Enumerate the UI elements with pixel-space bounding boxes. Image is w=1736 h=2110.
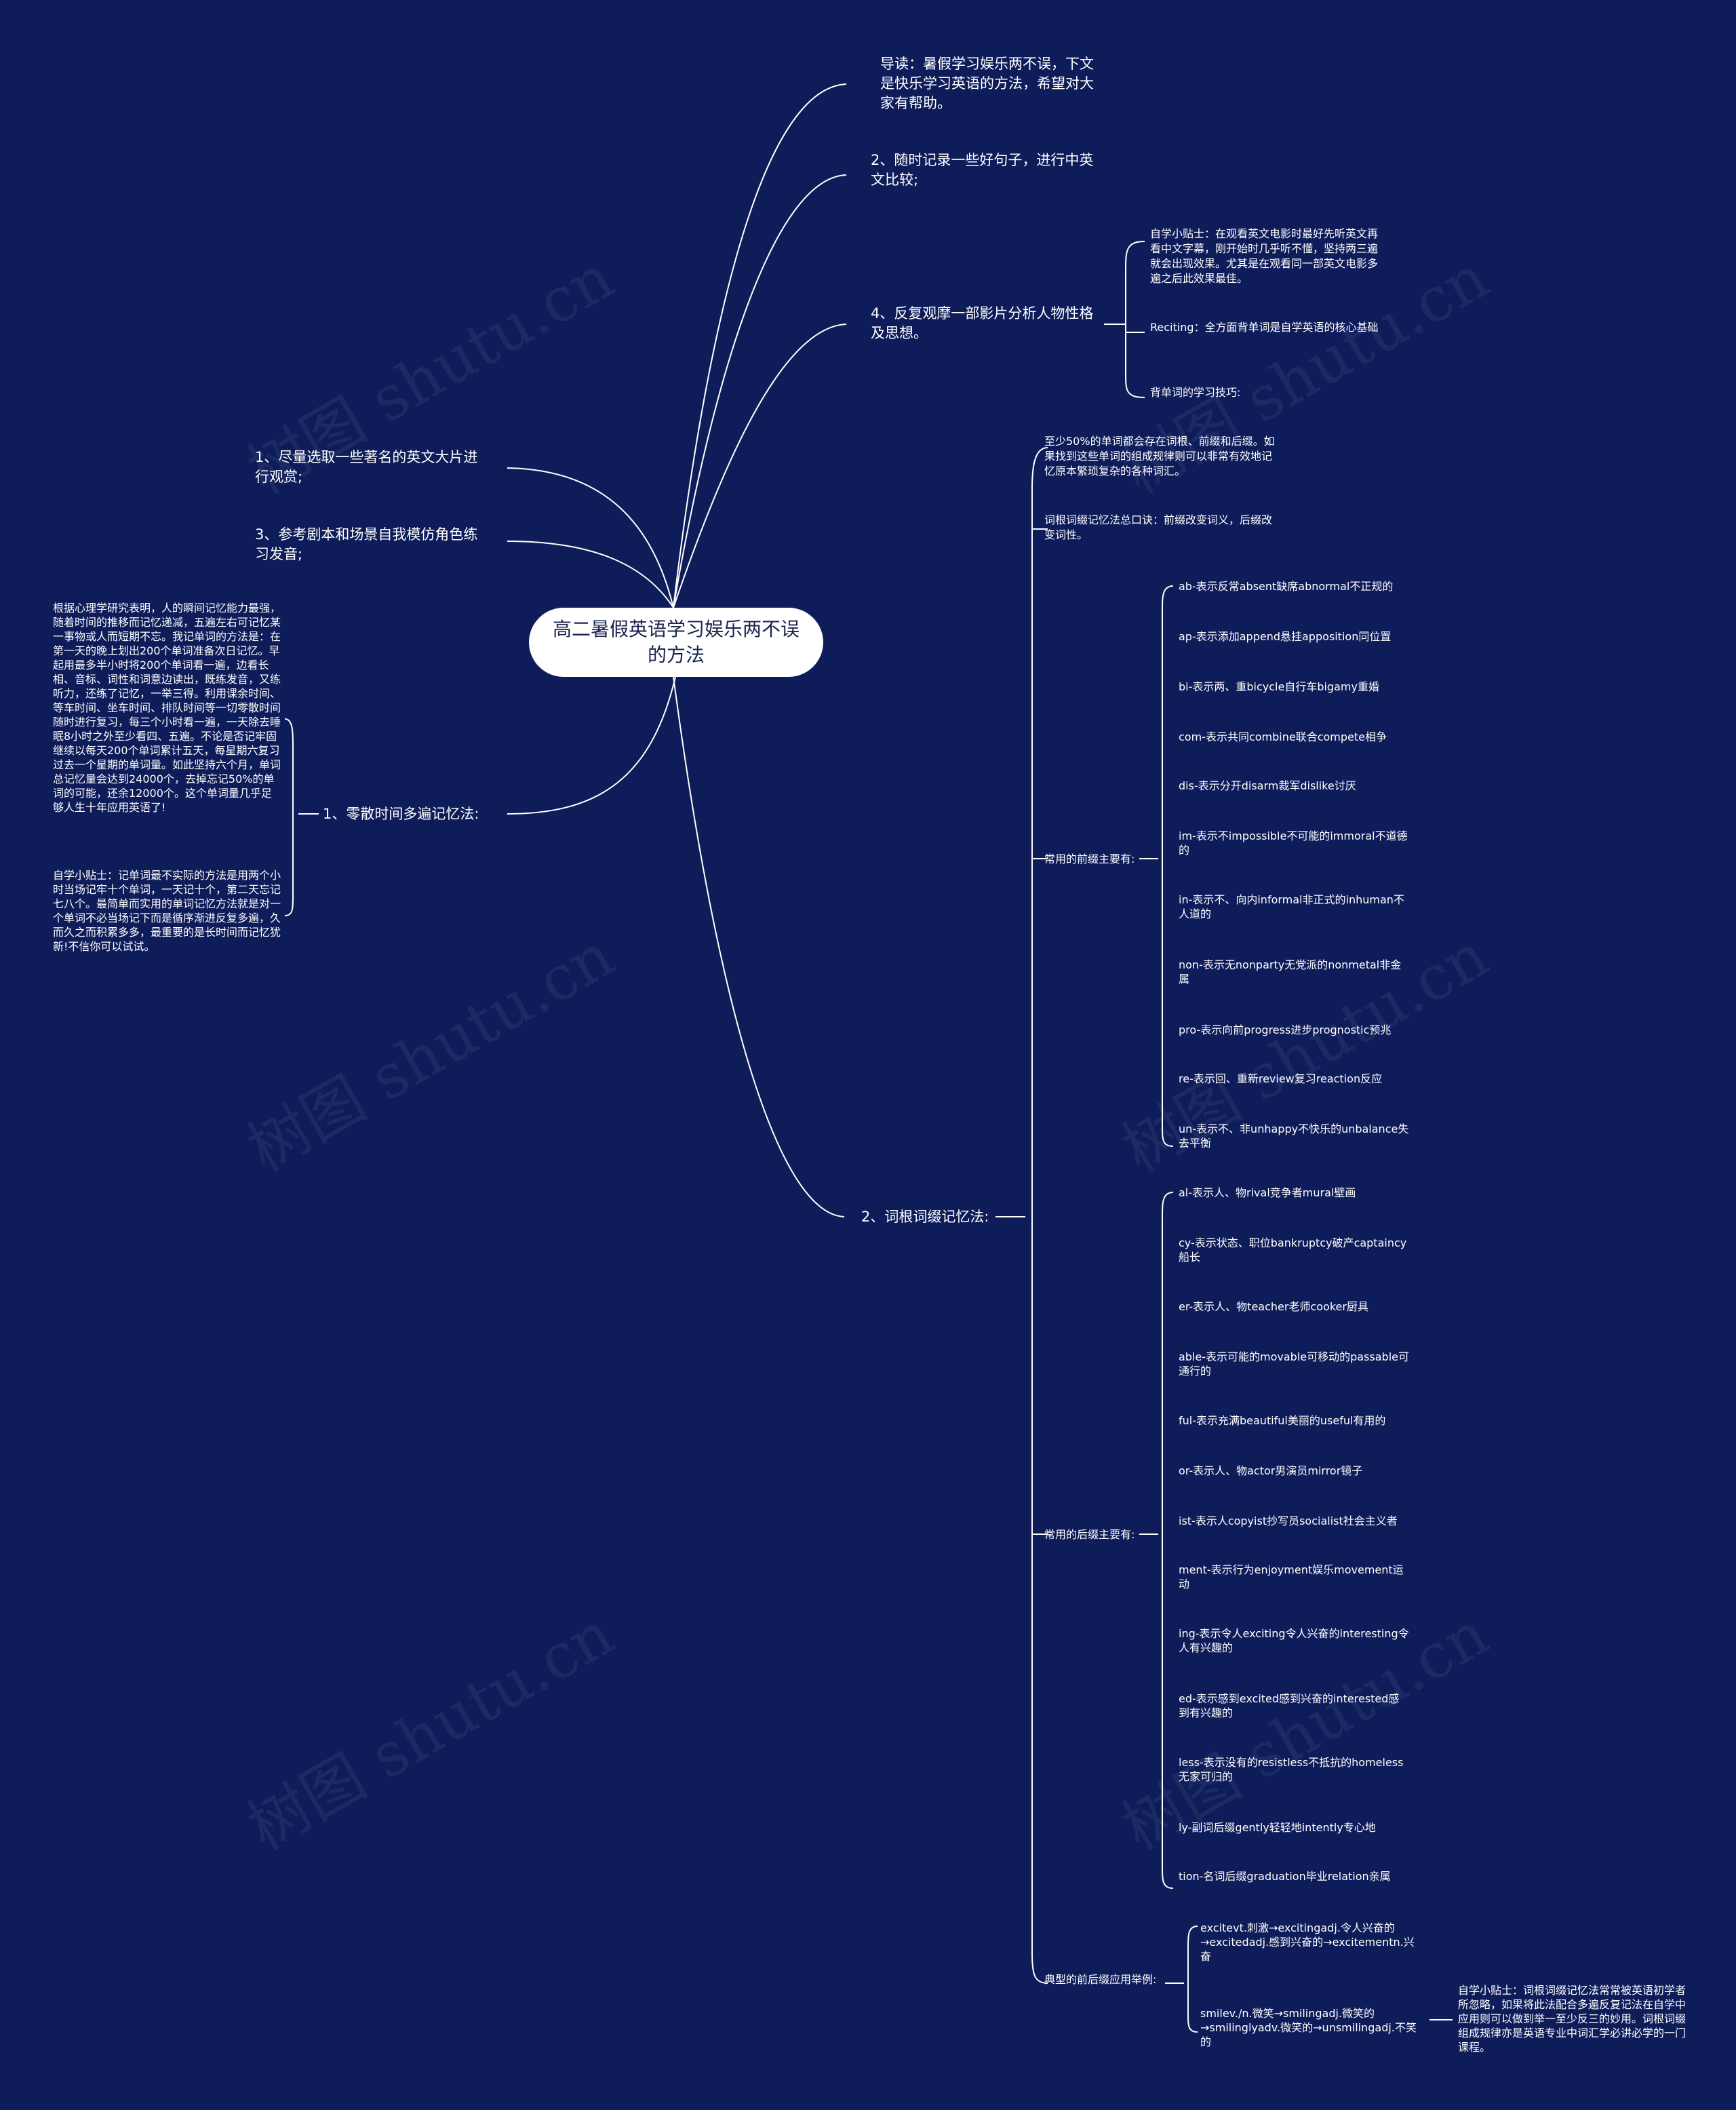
central-topic[interactable]: 高二暑假英语学习娱乐两不误的方法 [529, 608, 823, 677]
node-watch-film[interactable]: 4、反复观摩一部影片分析人物性格及思想。 [871, 305, 1094, 341]
suffix-item[interactable]: er-表示人、物teacher老师cooker厨具 [1179, 1300, 1368, 1313]
suffix-item[interactable]: ful-表示充满beautiful美丽的useful有用的 [1179, 1414, 1386, 1427]
prefix-item[interactable]: pro-表示向前progress进步prognostic预兆 [1179, 1023, 1392, 1036]
suffix-item[interactable]: ly-副词后缀gently轻轻地intently专心地 [1179, 1821, 1376, 1834]
node-memorize-tips[interactable]: 背单词的学习技巧: [1150, 386, 1241, 399]
node-root-intro[interactable]: 至少50%的单词都会存在词根、前缀和后缀。如果找到这些单词的组成规律则可以非常有… [1044, 435, 1275, 477]
node-prefix-label[interactable]: 常用的前缀主要有: [1044, 853, 1135, 865]
node-imitate-roles[interactable]: 3、参考剧本和场景自我模仿角色练习发音; [255, 526, 478, 562]
node-reciting[interactable]: Reciting：全方面背单词是自学英语的核心基础 [1150, 321, 1379, 334]
node-watch-blockbusters[interactable]: 1、尽量选取一些著名的英文大片进行观赏; [255, 449, 478, 485]
node-root-formula[interactable]: 词根词缀记忆法总口诀：前缀改变词义，后缀改变词性。 [1044, 513, 1273, 541]
node-root-affix-method[interactable]: 2、词根词缀记忆法: [861, 1209, 989, 1225]
prefix-item[interactable]: bi-表示两、重bicycle自行车bigamy重婚 [1179, 680, 1379, 693]
suffix-item[interactable]: ment-表示行为enjoyment娱乐movement运动 [1179, 1563, 1404, 1590]
prefix-item[interactable]: ab-表示反常absent缺席abnormal不正规的 [1179, 580, 1394, 593]
prefix-item[interactable]: un-表示不、非unhappy不快乐的unbalance失去平衡 [1179, 1122, 1409, 1150]
suffix-item[interactable]: able-表示可能的movable可移动的passable可通行的 [1179, 1350, 1410, 1378]
suffix-item[interactable]: cy-表示状态、职位bankruptcy破产captaincy船长 [1179, 1236, 1407, 1264]
prefix-item[interactable]: com-表示共同combine联合compete相争 [1179, 730, 1387, 743]
example-item[interactable]: smilev./n.微笑→smilingadj.微笑的→smilinglyadv… [1200, 2007, 1417, 2048]
suffix-item[interactable]: tion-名词后缀graduation毕业relation亲属 [1179, 1870, 1391, 1883]
suffix-item[interactable]: ed-表示感到excited感到兴奋的interested感到有兴趣的 [1179, 1692, 1400, 1719]
suffix-item[interactable]: less-表示没有的resistless不抵抗的homeless无家可归的 [1179, 1756, 1404, 1783]
node-affix-tip[interactable]: 自学小贴士：词根词缀记忆法常常被英语初学者所忽略，如果将此法配合多遍反复记法在自… [1458, 1984, 1686, 2054]
suffix-item[interactable]: or-表示人、物actor男演员mirror镜子 [1179, 1464, 1363, 1477]
node-intro[interactable]: 导读：暑假学习娱乐两不误，下文是快乐学习英语的方法，希望对大家有帮助。 [880, 56, 1094, 111]
prefix-item[interactable]: im-表示不impossible不可能的immoral不道德的 [1179, 829, 1408, 857]
node-examples-label[interactable]: 典型的前后缀应用举例: [1044, 1973, 1157, 1986]
prefix-item[interactable]: re-表示回、重新review复习reaction反应 [1179, 1072, 1383, 1085]
prefix-item[interactable]: ap-表示添加append悬挂apposition同位置 [1179, 630, 1392, 643]
node-zero-detail[interactable]: 根据心理学研究表明，人的瞬间记忆能力最强，随着时间的推移而记忆递减，五遍左右可记… [53, 602, 281, 814]
node-suffix-label[interactable]: 常用的后缀主要有: [1044, 1528, 1135, 1541]
node-zero-tip[interactable]: 自学小贴士：记单词最不实际的方法是用两个小时当场记牢十个单词，一天记十个，第二天… [53, 869, 281, 953]
node-zero-time[interactable]: 1、零散时间多遍记忆法: [323, 806, 479, 822]
prefix-item[interactable]: dis-表示分开disarm裁军dislike讨厌 [1179, 779, 1356, 792]
prefix-item[interactable]: non-表示无nonparty无党派的nonmetal非金属 [1179, 958, 1402, 985]
suffix-item[interactable]: al-表示人、物rival竞争者mural壁画 [1179, 1186, 1356, 1199]
example-item[interactable]: excitevt.刺激→excitingadj.令人兴奋的→excitedadj… [1200, 1921, 1415, 1963]
node-film-tip[interactable]: 自学小贴士：在观看英文电影时最好先听英文再看中文字幕，刚开始时几乎听不懂，坚持两… [1150, 227, 1379, 285]
node-record-sentences[interactable]: 2、随时记录一些好句子，进行中英文比较; [871, 152, 1094, 188]
prefix-item[interactable]: in-表示不、向内informal非正式的inhuman不人道的 [1179, 893, 1404, 920]
suffix-item[interactable]: ist-表示人copyist抄写员socialist社会主义者 [1179, 1515, 1398, 1527]
suffix-item[interactable]: ing-表示令人exciting令人兴奋的interesting令人有兴趣的 [1179, 1627, 1409, 1654]
